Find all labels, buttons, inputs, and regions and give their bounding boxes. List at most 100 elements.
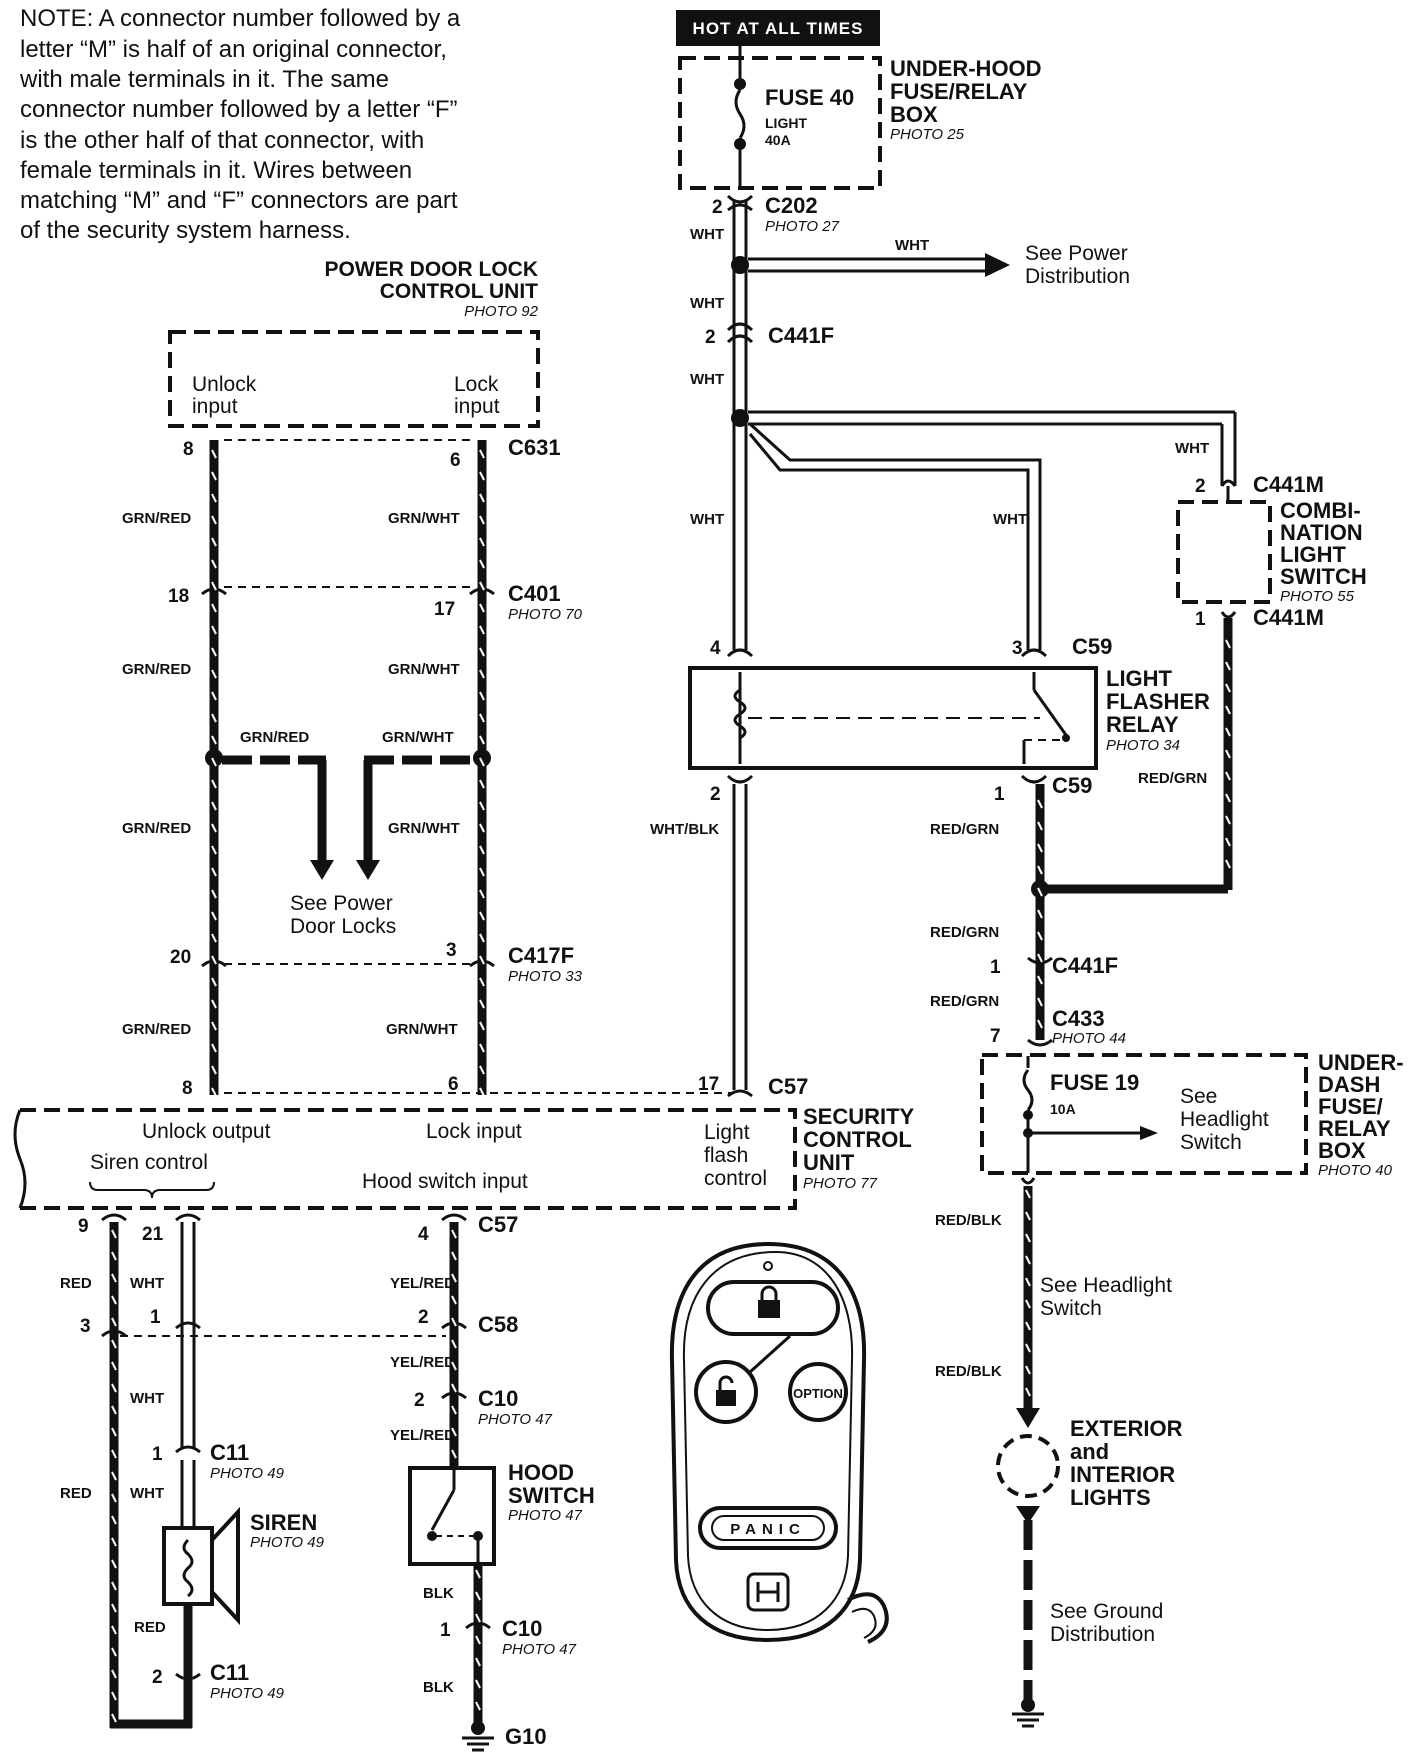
wire-hash <box>211 999 217 1009</box>
wire-hash <box>451 1273 457 1283</box>
svg-text:Siren control: Siren control <box>90 1151 208 1174</box>
wire-yel-red-hood: 2 C10 PHOTO 47 YEL/RED <box>390 1222 553 1468</box>
wire-hash <box>1225 793 1231 803</box>
note-block: NOTE: A connector number followed by a l… <box>19 5 461 244</box>
svg-text:17: 17 <box>434 599 455 620</box>
wire-hash <box>111 1669 117 1679</box>
lock-button <box>706 1280 840 1336</box>
svg-text:Headlight: Headlight <box>1180 1108 1269 1131</box>
wire-hash <box>479 867 485 877</box>
door-lock-wires <box>209 439 734 1095</box>
wire-hash <box>211 449 217 459</box>
wire-hash <box>111 1559 117 1569</box>
note-line: of the security system harness. <box>20 217 351 244</box>
svg-text:WHT: WHT <box>130 1275 164 1292</box>
wire-hash <box>479 999 485 1009</box>
svg-text:21: 21 <box>142 1224 164 1245</box>
connector-c202: 2 C202 PHOTO 27 WHT <box>690 193 840 243</box>
svg-text:PHOTO 47: PHOTO 47 <box>502 1641 577 1658</box>
svg-text:PHOTO 25: PHOTO 25 <box>890 126 965 143</box>
svg-text:7: 7 <box>990 1026 1001 1047</box>
wire-hash <box>479 449 485 459</box>
svg-text:YEL/RED: YEL/RED <box>390 1275 455 1292</box>
svg-text:COMBI-: COMBI- <box>1280 498 1361 523</box>
light-flasher-relay: 4 3 C59 LIGHT FLASHER RELAY PHOTO 34 2 1… <box>688 634 1210 805</box>
note-line: NOTE: A connector number followed by a <box>20 5 461 32</box>
wire-hash <box>111 1273 117 1283</box>
svg-text:WHT: WHT <box>690 226 724 243</box>
svg-text:PHOTO 33: PHOTO 33 <box>508 968 583 985</box>
wire-hash <box>479 647 485 657</box>
svg-text:C401: C401 <box>508 581 561 606</box>
wire-hash <box>111 1647 117 1657</box>
wire-hash <box>451 1405 457 1415</box>
wire-hash <box>1037 1019 1043 1029</box>
svg-text:1: 1 <box>1195 609 1206 630</box>
svg-text:WHT: WHT <box>690 295 724 312</box>
splice-relay-feed <box>731 409 1237 650</box>
wire-hash <box>475 1591 481 1601</box>
svg-text:C11: C11 <box>210 1440 249 1465</box>
svg-text:GRN/WHT: GRN/WHT <box>388 820 460 837</box>
svg-text:C417F: C417F <box>508 943 574 968</box>
svg-text:8: 8 <box>183 439 194 460</box>
wire-hash <box>211 493 217 503</box>
wire-hash <box>479 515 485 525</box>
svg-text:C631: C631 <box>508 435 561 460</box>
wire-hash <box>111 1317 117 1327</box>
svg-text:GRN/RED: GRN/RED <box>122 820 191 837</box>
svg-text:YEL/RED: YEL/RED <box>390 1427 455 1444</box>
note-line: connector number followed by a letter “F… <box>20 96 458 123</box>
note-line: with male terminals in it. The same <box>19 66 389 93</box>
wire-hash <box>479 1087 485 1097</box>
wire-hash <box>211 559 217 569</box>
svg-text:1: 1 <box>152 1444 163 1465</box>
wire-hash <box>111 1537 117 1547</box>
wire-hash <box>211 977 217 987</box>
svg-text:PHOTO 49: PHOTO 49 <box>210 1465 285 1482</box>
svg-text:RED/BLK: RED/BLK <box>935 1212 1002 1229</box>
ground-icon <box>1012 1698 1044 1728</box>
svg-text:PHOTO 34: PHOTO 34 <box>1106 737 1180 754</box>
svg-text:FLASHER: FLASHER <box>1106 689 1210 714</box>
wire-hash <box>111 1493 117 1503</box>
svg-text:2: 2 <box>418 1307 429 1328</box>
svg-text:FUSE 19: FUSE 19 <box>1050 1070 1139 1095</box>
svg-text:PHOTO 47: PHOTO 47 <box>478 1411 553 1428</box>
svg-text:3: 3 <box>80 1316 91 1337</box>
svg-text:C57: C57 <box>768 1074 808 1099</box>
svg-text:BOX: BOX <box>890 102 938 127</box>
svg-text:UNIT: UNIT <box>803 1150 855 1175</box>
svg-text:2: 2 <box>414 1390 425 1411</box>
svg-text:PHOTO 92: PHOTO 92 <box>464 303 539 320</box>
under-dash-fuse-box: FUSE 19 10A See Headlight Switch UNDER- … <box>980 1050 1404 1179</box>
wire-hash <box>211 1087 217 1097</box>
svg-text:3: 3 <box>1012 638 1023 659</box>
wire-hash <box>111 1295 117 1305</box>
wire-hash <box>479 955 485 965</box>
svg-text:RED/GRN: RED/GRN <box>930 821 999 838</box>
wire-hash <box>1225 859 1231 869</box>
svg-text:C441F: C441F <box>1052 953 1118 978</box>
svg-text:RED: RED <box>60 1275 92 1292</box>
svg-text:CONTROL UNIT: CONTROL UNIT <box>380 280 538 303</box>
wire-hash <box>111 1449 117 1459</box>
wire-hash <box>1225 771 1231 781</box>
wire-hash <box>1225 661 1231 671</box>
svg-text:G10: G10 <box>505 1724 547 1749</box>
svg-text:2: 2 <box>152 1667 163 1688</box>
svg-text:input: input <box>454 395 500 418</box>
wire-hash <box>451 1339 457 1349</box>
wire-hash <box>1037 931 1043 941</box>
wire-hash <box>211 581 217 591</box>
svg-text:OPTION: OPTION <box>793 1386 843 1401</box>
svg-text:See Power: See Power <box>1025 242 1128 265</box>
wire-hash <box>1225 727 1231 737</box>
wire-hash <box>479 713 485 723</box>
svg-text:BLK: BLK <box>423 1679 454 1696</box>
svg-text:Switch: Switch <box>1040 1297 1102 1320</box>
wire-hash <box>111 1471 117 1481</box>
svg-text:WHT: WHT <box>130 1390 164 1407</box>
wire-hash <box>1037 843 1043 853</box>
